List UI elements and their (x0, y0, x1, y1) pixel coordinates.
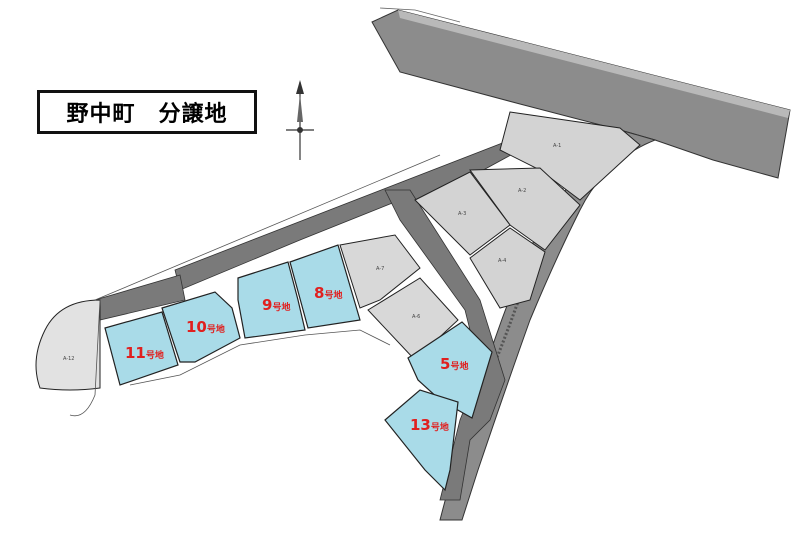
lot-8 (289, 244, 361, 329)
lot-10-label: 10号地 (186, 318, 225, 336)
lot-a1-label: A-1 (553, 143, 561, 149)
lot-13-label: 13号地 (410, 416, 449, 434)
lot-a12-label: A-12 (63, 356, 74, 362)
lot-a3-label: A-3 (458, 211, 466, 217)
lot-13 (384, 389, 459, 492)
lot-11 (104, 311, 179, 386)
boundary-line-upper (94, 154, 441, 301)
internal-road-vertical (384, 189, 506, 501)
lot-5 (407, 321, 493, 419)
boundary-line-north-stream (379, 7, 461, 23)
lot-11-label: 11号地 (125, 344, 164, 362)
lot-10 (161, 291, 241, 363)
lot-a2-label: A-2 (518, 188, 526, 194)
map-title: 野中町 分譲地 (66, 102, 228, 127)
lot-a1 (499, 111, 641, 201)
lot-9 (237, 261, 306, 339)
lot-a12 (35, 299, 101, 391)
lot-a7 (339, 234, 421, 309)
lot-9-label: 9号地 (262, 296, 290, 314)
lot-8-label: 8号地 (314, 284, 342, 302)
compass-north-arrow-icon (286, 80, 314, 160)
boundary-line-south (129, 329, 391, 386)
map-title-box: 野中町 分譲地 (37, 90, 257, 134)
lot-a4 (469, 227, 546, 309)
lot-a7-label: A-7 (376, 266, 384, 272)
lot-a6-label: A-6 (412, 314, 420, 320)
boundary-line-west (69, 299, 101, 417)
lot-a3 (414, 171, 511, 256)
lot-a4-label: A-4 (498, 258, 506, 264)
lot-5-label: 5号地 (440, 355, 468, 373)
main-road-sidewalk (398, 10, 790, 118)
